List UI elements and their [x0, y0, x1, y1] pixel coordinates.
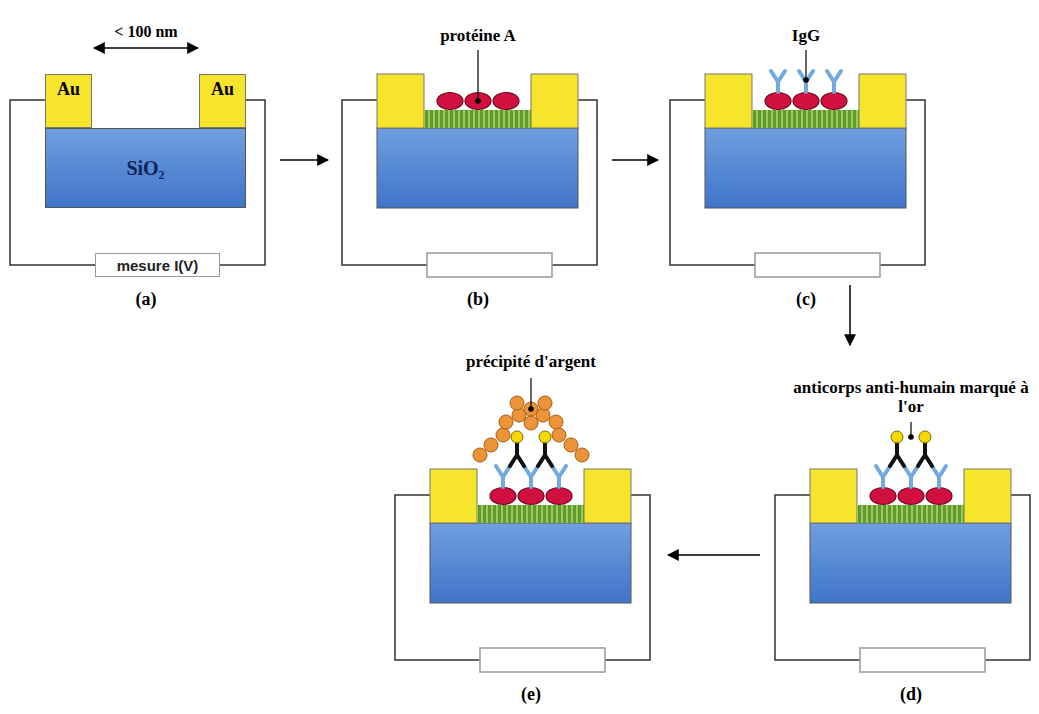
gold-electrode	[810, 469, 857, 523]
callout-label: précipité d'argent	[466, 353, 596, 372]
leader-dot	[803, 77, 809, 83]
silver-particle	[499, 415, 513, 429]
panel-letter: (b)	[467, 290, 489, 310]
measurement-box	[480, 648, 605, 672]
callout-label: protéine A	[440, 27, 516, 46]
gold-electrode	[859, 74, 906, 128]
gold-nanoparticle	[539, 431, 551, 443]
gold-electrode	[430, 469, 477, 523]
anti-human-antibody	[510, 443, 524, 466]
silane-layer	[857, 505, 964, 523]
protein-a	[518, 488, 544, 505]
silver-particle	[552, 428, 566, 442]
protein-a	[870, 488, 896, 505]
protein-a	[493, 93, 519, 110]
gold-electrode: Au	[45, 74, 92, 128]
leader-dot	[528, 406, 534, 412]
igg-antibody	[552, 466, 566, 487]
gold-nanoparticle	[891, 431, 903, 443]
protein-a	[490, 488, 516, 505]
dimension-label: < 100 nm	[114, 23, 177, 41]
dimension-arrow	[94, 47, 198, 49]
panel	[670, 71, 925, 277]
gold-electrode	[705, 74, 752, 128]
leader-dot	[908, 434, 914, 440]
leader-line	[477, 50, 478, 101]
step-arrow	[668, 554, 760, 556]
panel-letter: (a)	[136, 290, 157, 310]
step-arrow	[849, 285, 851, 345]
protein-a	[793, 93, 819, 110]
step-arrow	[612, 159, 658, 161]
node-label: Au	[57, 79, 80, 100]
protein-a	[821, 93, 847, 110]
silver-particle	[484, 438, 498, 452]
gold-electrode	[964, 469, 1011, 523]
sio2-substrate	[377, 128, 578, 208]
silver-particle	[538, 396, 552, 410]
igg-antibody	[932, 466, 946, 487]
protein-a	[926, 488, 952, 505]
panel-letter: (c)	[796, 290, 816, 310]
gold-electrode: Au	[199, 74, 246, 128]
leader-line	[805, 50, 806, 80]
protein-a	[437, 93, 463, 110]
anti-human-antibody	[918, 443, 932, 466]
measurement-box	[427, 253, 552, 277]
sio2-substrate: SiO₂	[45, 128, 246, 208]
silver-particle	[549, 415, 563, 429]
protein-a	[898, 488, 924, 505]
igg-antibody	[524, 466, 538, 487]
anti-human-antibody	[538, 443, 552, 466]
silver-particle	[575, 448, 589, 462]
node-label: mesure I(V)	[117, 257, 199, 274]
gold-nanoparticle	[919, 431, 931, 443]
silver-particle	[473, 448, 487, 462]
gold-electrode	[584, 469, 631, 523]
igg-antibody	[876, 466, 890, 487]
protein-a	[765, 93, 791, 110]
igg-antibody	[904, 466, 918, 487]
gold-electrode	[377, 74, 424, 128]
panel	[395, 396, 650, 672]
leader-line	[530, 378, 531, 409]
node-label: SiO₂	[126, 157, 164, 180]
silver-particle	[510, 396, 524, 410]
measurement-box	[755, 253, 880, 277]
gold-nanoparticle	[511, 431, 523, 443]
panel-letter: (e)	[521, 685, 541, 705]
step-arrow	[280, 159, 328, 161]
node-label: Au	[211, 79, 234, 100]
measurement-box: mesure I(V)	[95, 253, 220, 277]
leader-dot	[475, 98, 481, 104]
silver-particle	[524, 416, 538, 430]
sio2-substrate	[430, 523, 631, 603]
callout-label: IgG	[792, 27, 820, 46]
igg-antibody	[827, 71, 841, 92]
sio2-substrate	[810, 523, 1011, 603]
callout-label: anticorps anti-humain marqué à l'or	[791, 379, 1031, 416]
silane-layer	[752, 110, 859, 128]
panel-letter: (d)	[900, 685, 922, 705]
anti-human-antibody	[890, 443, 904, 466]
measurement-box	[860, 648, 985, 672]
gold-electrode	[531, 74, 578, 128]
silver-particle	[496, 428, 510, 442]
silane-layer	[477, 505, 584, 523]
silver-particle	[564, 438, 578, 452]
silane-layer	[424, 110, 531, 128]
panel	[775, 431, 1030, 672]
protein-a	[546, 488, 572, 505]
igg-antibody	[771, 71, 785, 92]
igg-antibody	[496, 466, 510, 487]
sio2-substrate	[705, 128, 906, 208]
panel	[342, 74, 597, 277]
